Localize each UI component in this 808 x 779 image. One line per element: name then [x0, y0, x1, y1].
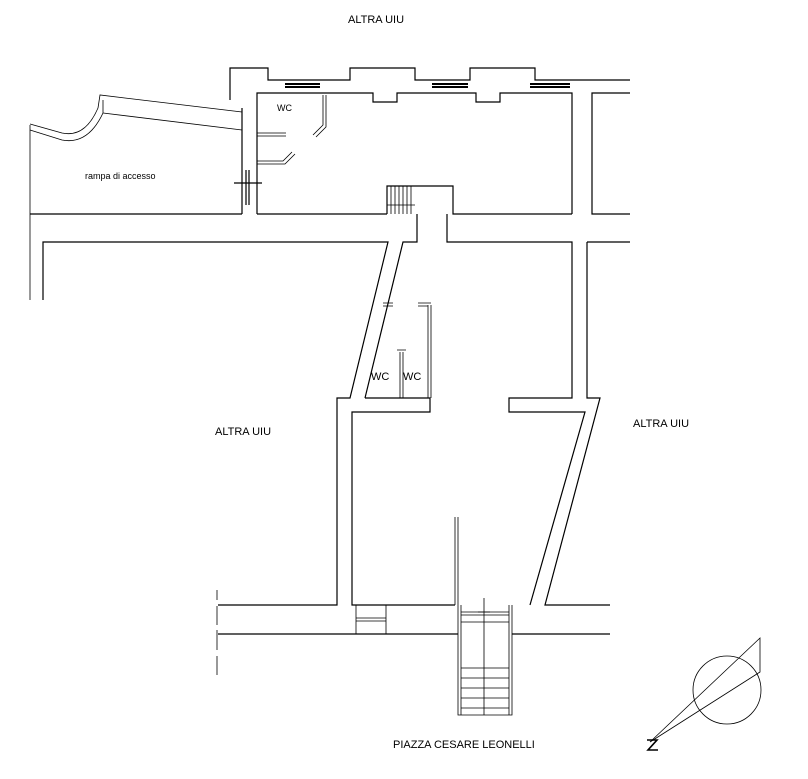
- ramp: [29, 94, 262, 300]
- label-altra-uiu-top: ALTRA UIU: [348, 14, 405, 26]
- corridor-walls: [42, 214, 630, 606]
- internal-stair: [257, 185, 572, 215]
- entrance-stair: [457, 598, 513, 716]
- label-altra-uiu-right: ALTRA UIU: [633, 418, 690, 430]
- front-wall: [216, 517, 610, 675]
- north-arrow-icon: [646, 637, 762, 751]
- label-ramp: rampa di accesso: [85, 171, 156, 181]
- label-square: PIAZZA CESARE LEONELLI: [393, 739, 535, 751]
- top-wc-fixtures: [257, 95, 327, 165]
- label-altra-uiu-left: ALTRA UIU: [215, 426, 272, 438]
- label-wc-middle-left: WC: [371, 371, 390, 383]
- top-wing-walls: [229, 67, 630, 215]
- windows: [285, 83, 570, 88]
- middle-wc-partitions: [383, 302, 432, 398]
- label-wc-top: WC: [277, 103, 292, 113]
- label-wc-middle-right: WC: [403, 371, 422, 383]
